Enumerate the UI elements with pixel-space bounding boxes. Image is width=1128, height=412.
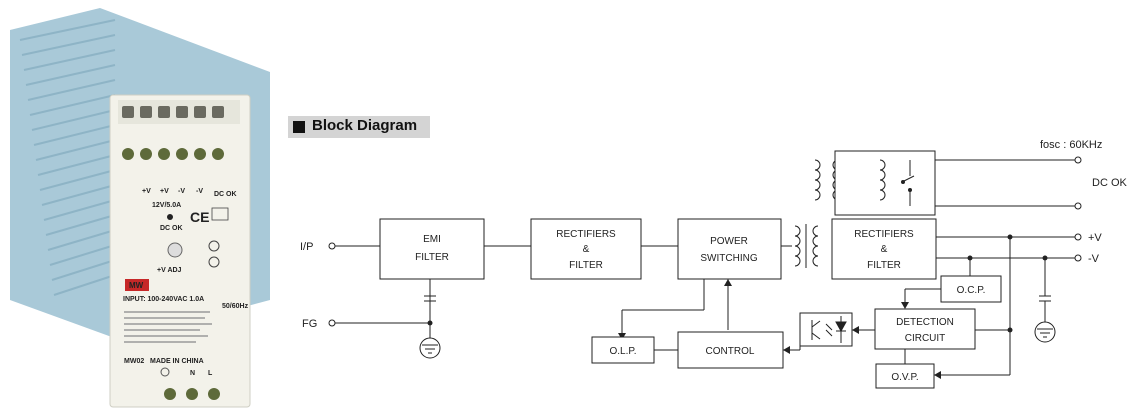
- emi-filter-block: [379, 218, 485, 280]
- svg-text:RECTIFIERS: RECTIFIERS: [854, 229, 914, 240]
- svg-text:&: &: [881, 244, 888, 255]
- optocoupler-icon: [811, 316, 847, 343]
- svg-text:-V: -V: [196, 188, 203, 195]
- svg-text:N: N: [190, 370, 195, 377]
- ovp-block: [875, 363, 935, 389]
- made-text: MADE IN CHINA: [150, 358, 204, 365]
- power-supply-photo: +V +V -V -V DC OK 12V/5.0A DC OK CE +V A…: [10, 8, 270, 408]
- svg-text:RECTIFIERS: RECTIFIERS: [556, 229, 616, 240]
- dcok-label: DC OK: [1092, 177, 1128, 189]
- svg-text:POWER: POWER: [710, 236, 748, 247]
- svg-text:+V: +V: [160, 188, 169, 195]
- block-diagram: EMI FILTER RECTIFIERS & FILTER POWER SWI…: [300, 139, 1128, 389]
- header-square-icon: [293, 121, 305, 133]
- transformer-icon: [794, 224, 819, 268]
- terminal-labels-top: +V +V -V -V DC OK: [142, 188, 237, 198]
- svg-text:CE: CE: [190, 209, 209, 225]
- svg-text:SWITCHING: SWITCHING: [700, 253, 757, 264]
- input-spec: INPUT: 100-240VAC 1.0A: [123, 296, 204, 303]
- fosc-label: fosc : 60KHz: [1040, 139, 1102, 151]
- svg-text:CIRCUIT: CIRCUIT: [905, 333, 946, 344]
- rectifiers-filter-block-output: [831, 218, 937, 280]
- olp-block: [591, 336, 655, 364]
- ground-icon: [1034, 321, 1056, 343]
- optocoupler-block: [799, 312, 853, 347]
- control-block: [677, 331, 784, 369]
- ground-icon: [419, 337, 441, 359]
- svg-text:O.C.P.: O.C.P.: [957, 285, 986, 296]
- svg-text:EMI: EMI: [423, 234, 441, 245]
- svg-text:L: L: [208, 370, 213, 377]
- ocp-block: [940, 275, 1002, 303]
- detection-circuit-block: [874, 308, 976, 350]
- fg-label: FG: [302, 318, 317, 330]
- minus-v-label: -V: [1088, 253, 1100, 265]
- adj-text: +V ADJ: [157, 267, 182, 274]
- plus-v-label: +V: [1088, 232, 1102, 244]
- svg-text:DETECTION: DETECTION: [896, 317, 954, 328]
- svg-text:FILTER: FILTER: [569, 260, 603, 271]
- diagram-title: Block Diagram: [312, 117, 418, 134]
- svg-text:O.L.P.: O.L.P.: [609, 346, 636, 357]
- ip-label: I/P: [300, 241, 313, 253]
- diagram-header: [288, 116, 430, 138]
- brand-text: MW: [129, 281, 144, 290]
- svg-text:DC OK: DC OK: [214, 191, 237, 198]
- rectifiers-filter-block-input: [530, 218, 642, 280]
- svg-text:-V: -V: [178, 188, 185, 195]
- svg-text:O.V.P.: O.V.P.: [891, 372, 918, 383]
- dc-ok-text: DC OK: [160, 225, 183, 232]
- rating-text: 12V/5.0A: [152, 202, 181, 209]
- svg-text:+V: +V: [142, 188, 151, 195]
- freq-text: 50/60Hz: [222, 303, 249, 310]
- brand-logo: [125, 279, 149, 291]
- svg-text:FILTER: FILTER: [415, 252, 449, 263]
- svg-text:CONTROL: CONTROL: [706, 346, 755, 357]
- svg-text:FILTER: FILTER: [867, 260, 901, 271]
- power-switching-block: [677, 218, 782, 280]
- svg-text:&: &: [583, 244, 590, 255]
- model-text: MW02: [124, 358, 144, 365]
